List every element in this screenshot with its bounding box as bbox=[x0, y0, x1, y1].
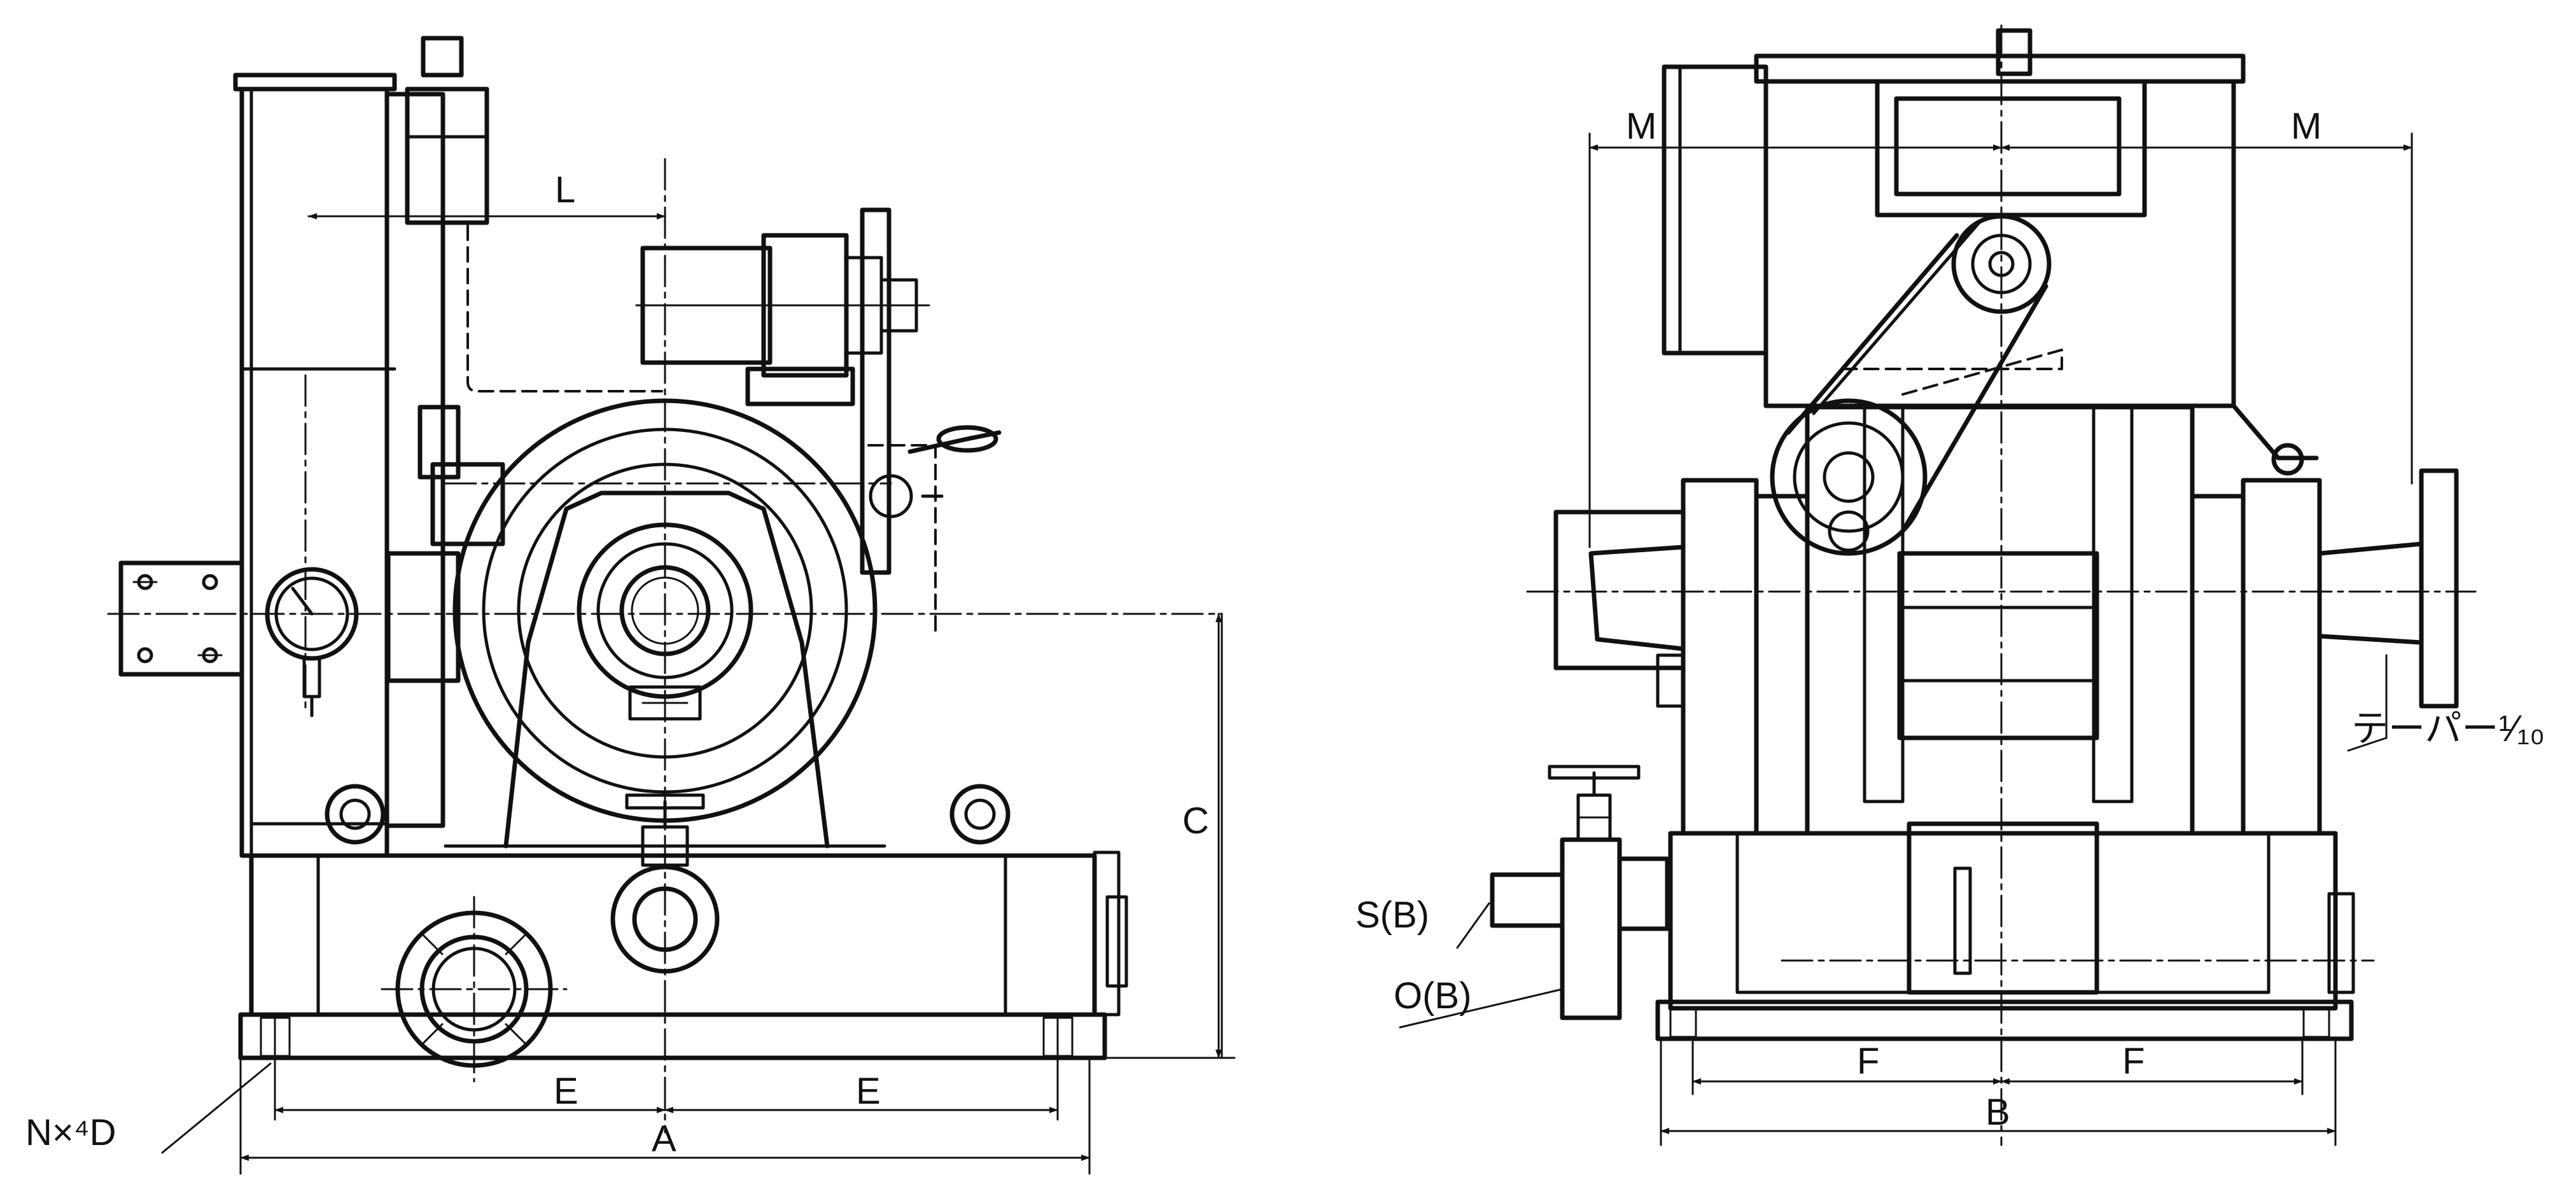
note-s: S(B) bbox=[1355, 894, 1429, 936]
side-base bbox=[238, 850, 1128, 1060]
front-top-housing bbox=[1662, 28, 2319, 476]
dim-label-M-right: M bbox=[2291, 106, 2321, 147]
dim-label-B: B bbox=[1985, 1092, 2010, 1133]
dim-label-F-left: F bbox=[1857, 1041, 1879, 1082]
side-nozzle-flange bbox=[118, 560, 244, 677]
side-switch-box bbox=[405, 36, 663, 392]
side-belt-handwheel bbox=[860, 207, 1002, 637]
note-taper: テーパー¹⁄₁₀ bbox=[2351, 708, 2545, 749]
dim-label-C: C bbox=[1182, 800, 1209, 842]
dimension-L: L bbox=[307, 169, 666, 219]
dim-label-F-right: F bbox=[2122, 1041, 2145, 1082]
side-tank bbox=[233, 73, 445, 858]
dimension-B: B bbox=[1660, 1039, 2337, 1146]
dim-label-A: A bbox=[652, 1118, 676, 1160]
dim-label-E-left: E bbox=[554, 1071, 578, 1112]
side-bracket bbox=[386, 405, 505, 683]
dimension-F: F F bbox=[1691, 1039, 2304, 1095]
front-base bbox=[1655, 821, 2355, 1041]
note-bolts: N×⁴D bbox=[25, 1112, 116, 1153]
pressure-gauge-icon bbox=[265, 567, 359, 718]
front-right-flange bbox=[2317, 468, 2459, 739]
dimension-C: C bbox=[1106, 613, 1236, 1059]
front-view: M M F F B S(B) O(B) bbox=[1355, 24, 2545, 1146]
note-o: O(B) bbox=[1394, 975, 1471, 1017]
note-taper-group: テーパー¹⁄₁₀ bbox=[2347, 708, 2545, 752]
front-side-valve bbox=[1490, 765, 1670, 1020]
side-motor bbox=[635, 233, 930, 406]
side-view: L C E E A N×⁴D bbox=[25, 36, 1236, 1175]
dimension-A: A bbox=[239, 1058, 1091, 1175]
side-pipe-flange bbox=[381, 896, 568, 1083]
dimension-E: E E bbox=[274, 1017, 1059, 1121]
bolt-note: N×⁴D bbox=[25, 1062, 272, 1154]
front-belt-drive bbox=[1770, 214, 2063, 556]
note-s-group: S(B) bbox=[1355, 894, 1490, 949]
dim-label-M-left: M bbox=[1626, 106, 1656, 147]
side-lifting-eyes bbox=[325, 784, 1011, 845]
note-o-group: O(B) bbox=[1394, 975, 1564, 1029]
front-left-flange bbox=[1553, 510, 1686, 708]
dim-label-E-right: E bbox=[856, 1071, 881, 1112]
dim-label-L: L bbox=[555, 169, 575, 211]
dimension-M: M M bbox=[1588, 106, 2413, 548]
